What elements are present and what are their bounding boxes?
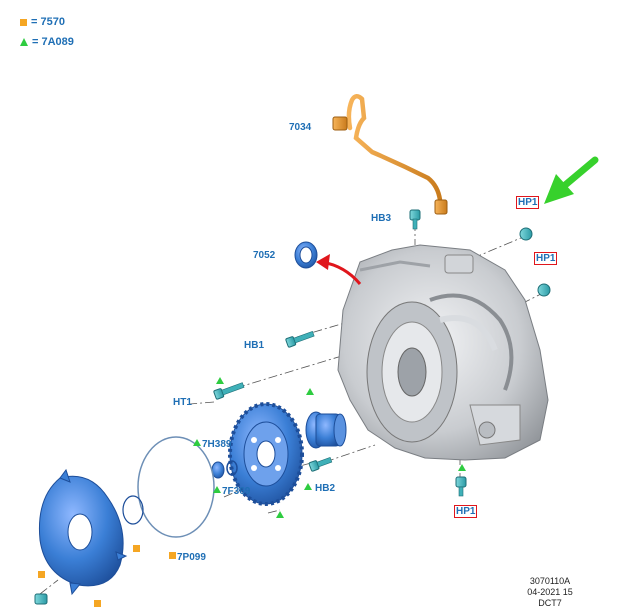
label-7f369: 7F369 bbox=[222, 486, 251, 497]
legend-item-7a089: = 7A089 bbox=[20, 36, 74, 48]
label-7034: 7034 bbox=[289, 122, 312, 133]
legend-item-7570: = 7570 bbox=[20, 16, 65, 28]
label-7h389: 7H389 bbox=[202, 439, 232, 450]
marker-triangle-ht1 bbox=[216, 377, 224, 384]
bolt-ht1 bbox=[213, 382, 245, 400]
bolt-hp1-right bbox=[537, 283, 551, 297]
label-hp1-bottom: HP1 bbox=[454, 505, 478, 518]
label-7052: 7052 bbox=[253, 250, 276, 261]
reference-number: 3070110A bbox=[529, 576, 571, 586]
marker-square-bolt bbox=[38, 571, 45, 578]
label-hp1-top: HP1 bbox=[516, 196, 540, 209]
label-ht1: HT1 bbox=[173, 397, 192, 408]
oil-pump-shaft bbox=[305, 411, 347, 449]
legend-text-7570: = 7570 bbox=[31, 16, 65, 28]
marker-triangle-shaft bbox=[306, 388, 314, 395]
label-hb1: HB1 bbox=[244, 340, 265, 351]
seal-7052 bbox=[294, 241, 318, 269]
marker-triangle-gear bbox=[276, 511, 284, 518]
label-hb3: HB3 bbox=[371, 213, 392, 224]
diagram-reference: 3070110A 04-2021 15 DCT7 bbox=[520, 576, 580, 609]
marker-square-7p099 bbox=[169, 552, 176, 559]
marker-triangle-7h389 bbox=[193, 439, 201, 446]
bolt-hb2 bbox=[308, 457, 333, 472]
reference-date: 04-2021 15 bbox=[527, 587, 573, 597]
bolt-hp1-bottom bbox=[455, 476, 467, 497]
bolt-lower-left bbox=[34, 593, 48, 605]
bolt-hb3 bbox=[409, 209, 421, 230]
label-hb2: HB2 bbox=[315, 483, 336, 494]
label-hp1-right: HP1 bbox=[534, 252, 558, 265]
label-7p099: 7P099 bbox=[177, 552, 206, 563]
orange-square-icon bbox=[20, 18, 27, 26]
marker-square-cover bbox=[133, 545, 140, 552]
transmission-housing bbox=[337, 244, 549, 461]
bolt-hb1 bbox=[285, 330, 315, 348]
ring-gear bbox=[228, 402, 304, 506]
bolt-hp1-top bbox=[519, 227, 533, 241]
red-arrow bbox=[316, 254, 362, 285]
marker-square-cover-bottom bbox=[94, 600, 101, 607]
gasket-7p099 bbox=[122, 436, 215, 538]
marker-triangle-bottom bbox=[458, 464, 466, 471]
breather-tube-7034 bbox=[332, 94, 448, 215]
end-cover bbox=[38, 468, 128, 596]
marker-triangle-7f369 bbox=[213, 486, 221, 493]
snap-ring-7f369 bbox=[226, 460, 238, 476]
reference-model: DCT7 bbox=[538, 598, 562, 608]
marker-triangle-hb2 bbox=[304, 483, 312, 490]
legend-text-7a089: = 7A089 bbox=[32, 36, 74, 48]
green-triangle-icon bbox=[20, 38, 28, 46]
green-arrow bbox=[544, 156, 599, 204]
